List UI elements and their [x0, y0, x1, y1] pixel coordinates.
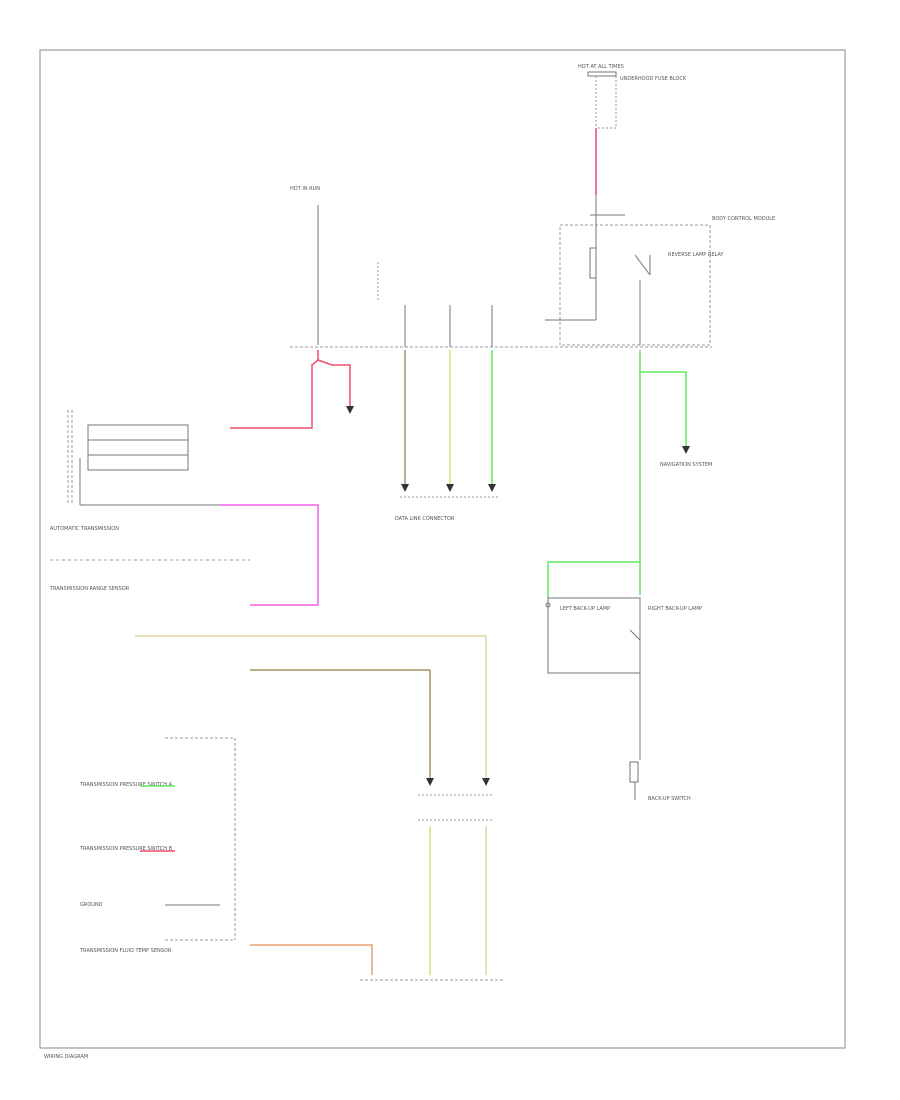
arrow-tan — [482, 778, 490, 786]
diagram-border — [39, 49, 846, 1049]
lamp-box: LEFT BACK-UP LAMP RIGHT BACK-UP LAMP BAC… — [545, 597, 702, 802]
connector-bus-label: DATA LINK CONNECTOR — [395, 516, 455, 522]
ground-label: GROUND — [80, 902, 103, 908]
wire-green-relay — [639, 350, 687, 450]
pressure-b-label: TRANSMISSION PRESSURE SWITCH B — [79, 846, 173, 852]
body-control-module-box: BODY CONTROL MODULE REVERSE LAMP RELAY — [545, 215, 775, 346]
pressure-a-label: TRANSMISSION PRESSURE SWITCH A — [79, 782, 173, 788]
top-fuse-label: HOT AT ALL TIMES — [578, 64, 624, 70]
arrow-green-nav — [682, 446, 690, 454]
backup-switch-label: BACK-UP SWITCH — [648, 796, 691, 802]
arrow-red — [346, 406, 354, 414]
top-module-label: UNDERHOOD FUSE BLOCK — [620, 76, 687, 82]
wire-red-left — [230, 350, 319, 429]
transmission-shift-switch: AUTOMATIC TRANSMISSION — [50, 410, 220, 532]
right-module-label: BODY CONTROL MODULE — [712, 216, 775, 222]
wire-orange — [250, 944, 373, 975]
arrow-yellow-1 — [446, 484, 454, 492]
rh-lamp-label: RIGHT BACK-UP LAMP — [648, 606, 702, 612]
temp-sensor-label: TRANSMISSION FLUID TEMP SENSOR — [79, 948, 172, 954]
lh-lamp-label: LEFT BACK-UP LAMP — [560, 606, 610, 612]
arrow-brown-1 — [401, 484, 409, 492]
top-fuse-box: HOT AT ALL TIMES UNDERHOOD FUSE BLOCK — [578, 64, 687, 129]
hot-run-label: HOT IN RUN — [290, 186, 320, 192]
auto-trans-label: AUTOMATIC TRANSMISSION — [50, 526, 119, 532]
footer-label: WIRING DIAGRAM — [44, 1054, 88, 1060]
navigation-label: NAVIGATION SYSTEM — [660, 462, 712, 468]
wire-brown-2 — [250, 669, 431, 780]
arrow-brown-2 — [426, 778, 434, 786]
wire-tan — [135, 635, 487, 780]
wire-pink — [220, 504, 319, 606]
lower-connector — [418, 794, 492, 821]
wire-green-lh — [547, 561, 640, 598]
trans-range-label: TRANSMISSION RANGE SENSOR — [49, 586, 130, 592]
wire-red-right — [317, 359, 351, 410]
arrow-green-1 — [488, 484, 496, 492]
pressure-switch-box: TRANSMISSION PRESSURE SWITCH A TRANSMISS… — [79, 737, 236, 941]
hot-run-lead: HOT IN RUN — [290, 186, 379, 345]
reverse-relay-label: REVERSE LAMP RELAY — [668, 252, 724, 258]
